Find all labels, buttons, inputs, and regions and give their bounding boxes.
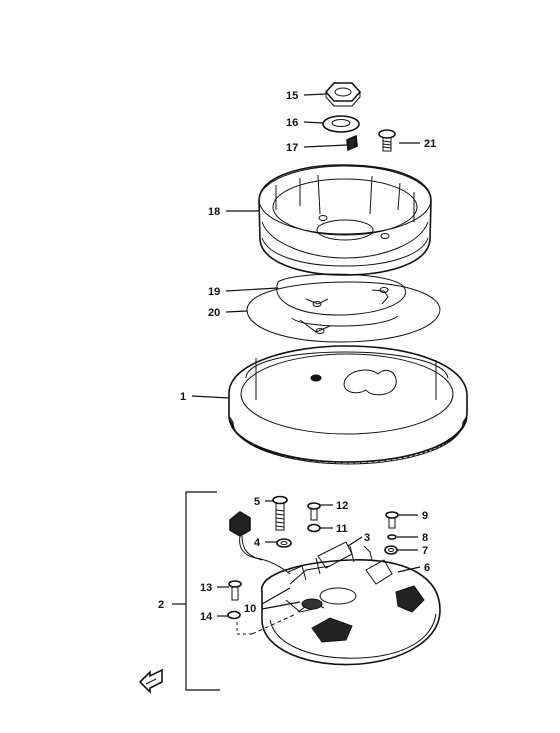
label-19: 19	[208, 286, 220, 298]
label-13: 13	[200, 582, 212, 594]
part-8-washer	[387, 534, 397, 540]
part-17-key	[346, 134, 358, 152]
label-3: 3	[364, 532, 370, 544]
front-arrow-icon	[138, 668, 163, 694]
assembly-2-bracket	[185, 491, 220, 691]
stator-lead-wire	[229, 511, 291, 575]
label-5: 5	[254, 496, 260, 508]
part-16-washer	[322, 115, 360, 133]
part-12-screw	[307, 502, 321, 521]
label-14: 14	[200, 611, 213, 623]
label-21: 21	[424, 138, 436, 150]
label-17: 17	[286, 142, 298, 154]
label-1: 1	[180, 391, 186, 403]
part-9-screw	[385, 511, 399, 529]
part-15-nut	[324, 82, 362, 107]
part-7-washer	[384, 545, 398, 555]
label-18: 18	[208, 206, 220, 218]
label-9: 9	[422, 510, 428, 522]
part-14-washer	[227, 610, 241, 620]
label-8: 8	[422, 532, 428, 544]
part-21-screw	[378, 129, 396, 152]
stator-base-plate	[261, 541, 441, 666]
label-10: 10	[244, 603, 256, 615]
label-20: 20	[208, 307, 220, 319]
leader-lines	[172, 93, 421, 617]
assembly-guide-line	[236, 613, 297, 635]
part-13-screw	[228, 580, 242, 601]
part-5-bolt	[272, 495, 288, 531]
part-11-washer	[307, 523, 321, 533]
label-12: 12	[336, 500, 348, 512]
part-20-shim	[246, 281, 441, 343]
label-2: 2	[158, 599, 164, 611]
part-labels: 15 16 17 21 18 19 20 1 2 5 4 12 11 3 9 8…	[158, 90, 436, 623]
label-11: 11	[336, 523, 348, 535]
part-18-rotor-cup	[258, 164, 432, 276]
part-19-plate	[276, 273, 407, 316]
label-15: 15	[286, 90, 298, 102]
label-6: 6	[424, 562, 430, 574]
label-4: 4	[254, 537, 261, 549]
label-7: 7	[422, 545, 428, 557]
part-1-flywheel	[228, 345, 468, 465]
label-16: 16	[286, 117, 298, 129]
part-4-washer	[276, 538, 292, 548]
